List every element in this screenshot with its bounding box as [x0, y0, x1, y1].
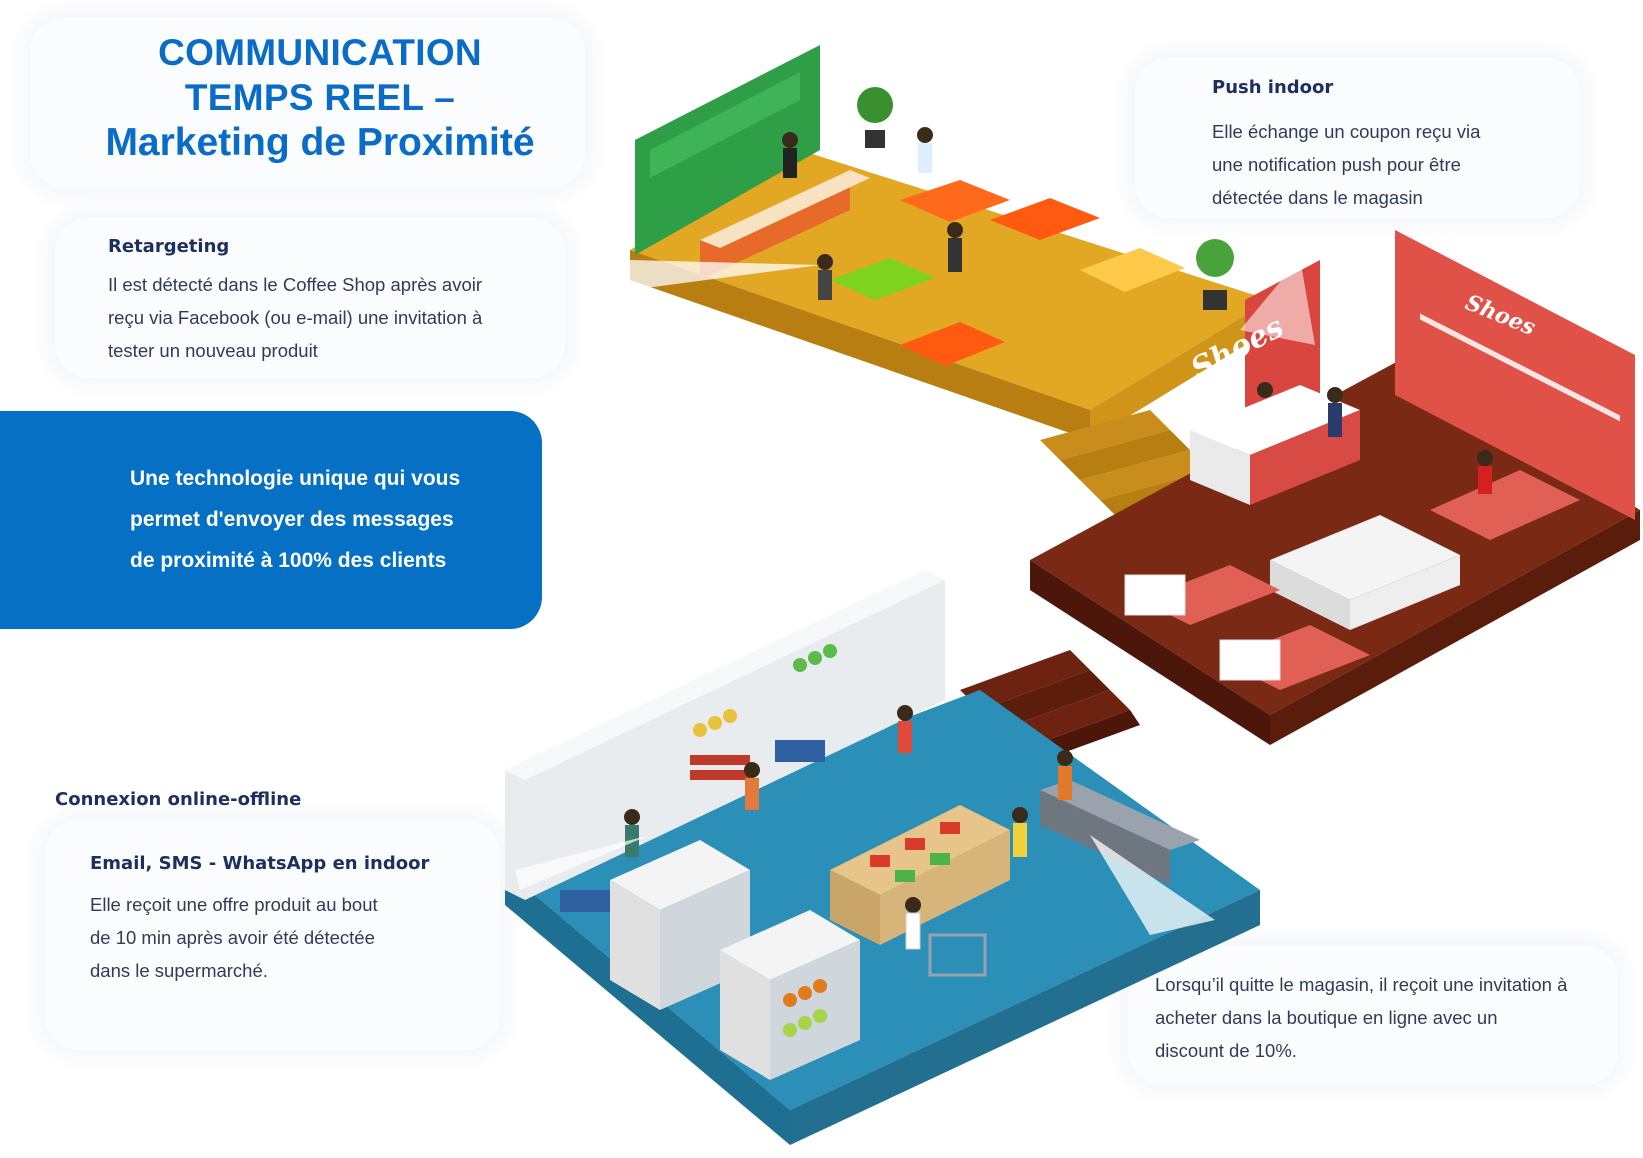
email-text: Elle reçoit une offre produit au bout de… [90, 888, 490, 987]
highlight-banner [0, 411, 542, 629]
push-text: Elle échange un coupon reçu via une noti… [1212, 115, 1572, 214]
connexion-heading: Connexion online-offline [55, 789, 302, 810]
supermarket-area [505, 570, 1260, 1145]
beacon-cone-market [515, 835, 650, 890]
banner-line: Une technologie unique qui vous [130, 467, 461, 490]
email-line: Elle reçoit une offre produit au bout [90, 894, 378, 915]
email-card [45, 820, 500, 1050]
email-line: de 10 min après avoir été détectée [90, 927, 375, 948]
beacon-cone-shoes [1240, 258, 1315, 345]
banner-text: Une technologie unique qui vous permet d… [130, 458, 530, 581]
email-heading: Email, SMS - WhatsApp en indoor [90, 853, 430, 874]
retargeting-heading: Retargeting [108, 236, 230, 257]
title-line-2: TEMPS REEL – [184, 77, 456, 118]
retargeting-card [55, 218, 565, 378]
beacon-cone-exit [1090, 835, 1215, 935]
push-card [1135, 58, 1580, 218]
exit-line: discount de 10%. [1155, 1040, 1297, 1061]
banner-line: permet d'envoyer des messages [130, 508, 454, 531]
push-line: une notification push pour être [1212, 154, 1461, 175]
retargeting-line: reçu via Facebook (ou e-mail) une invita… [108, 307, 483, 328]
push-line: Elle échange un coupon reçu via [1212, 121, 1481, 142]
beacon-cone-coffee [630, 260, 820, 290]
shoe-store-area [960, 230, 1640, 765]
banner-line: de proximité à 100% des clients [130, 549, 447, 572]
retargeting-text: Il est détecté dans le Coffee Shop après… [108, 268, 568, 367]
push-heading: Push indoor [1212, 77, 1334, 98]
title-line-3: Marketing de Proximité [105, 121, 535, 164]
exit-card [1128, 945, 1618, 1085]
email-line: dans le supermarché. [90, 960, 268, 981]
retargeting-line: tester un nouveau produit [108, 340, 318, 361]
exit-line: acheter dans la boutique en ligne avec u… [1155, 1007, 1498, 1028]
title-card [30, 18, 585, 188]
exit-line: Lorsqu’il quitte le magasin, il reçoit u… [1155, 974, 1568, 995]
push-line: détectée dans le magasin [1212, 187, 1423, 208]
page-title: COMMUNICATION TEMPS REEL – Marketing de … [60, 30, 580, 165]
exit-text: Lorsqu’il quitte le magasin, il reçoit u… [1155, 968, 1635, 1067]
retargeting-line: Il est détecté dans le Coffee Shop après… [108, 274, 483, 295]
title-line-1: COMMUNICATION [158, 32, 482, 73]
